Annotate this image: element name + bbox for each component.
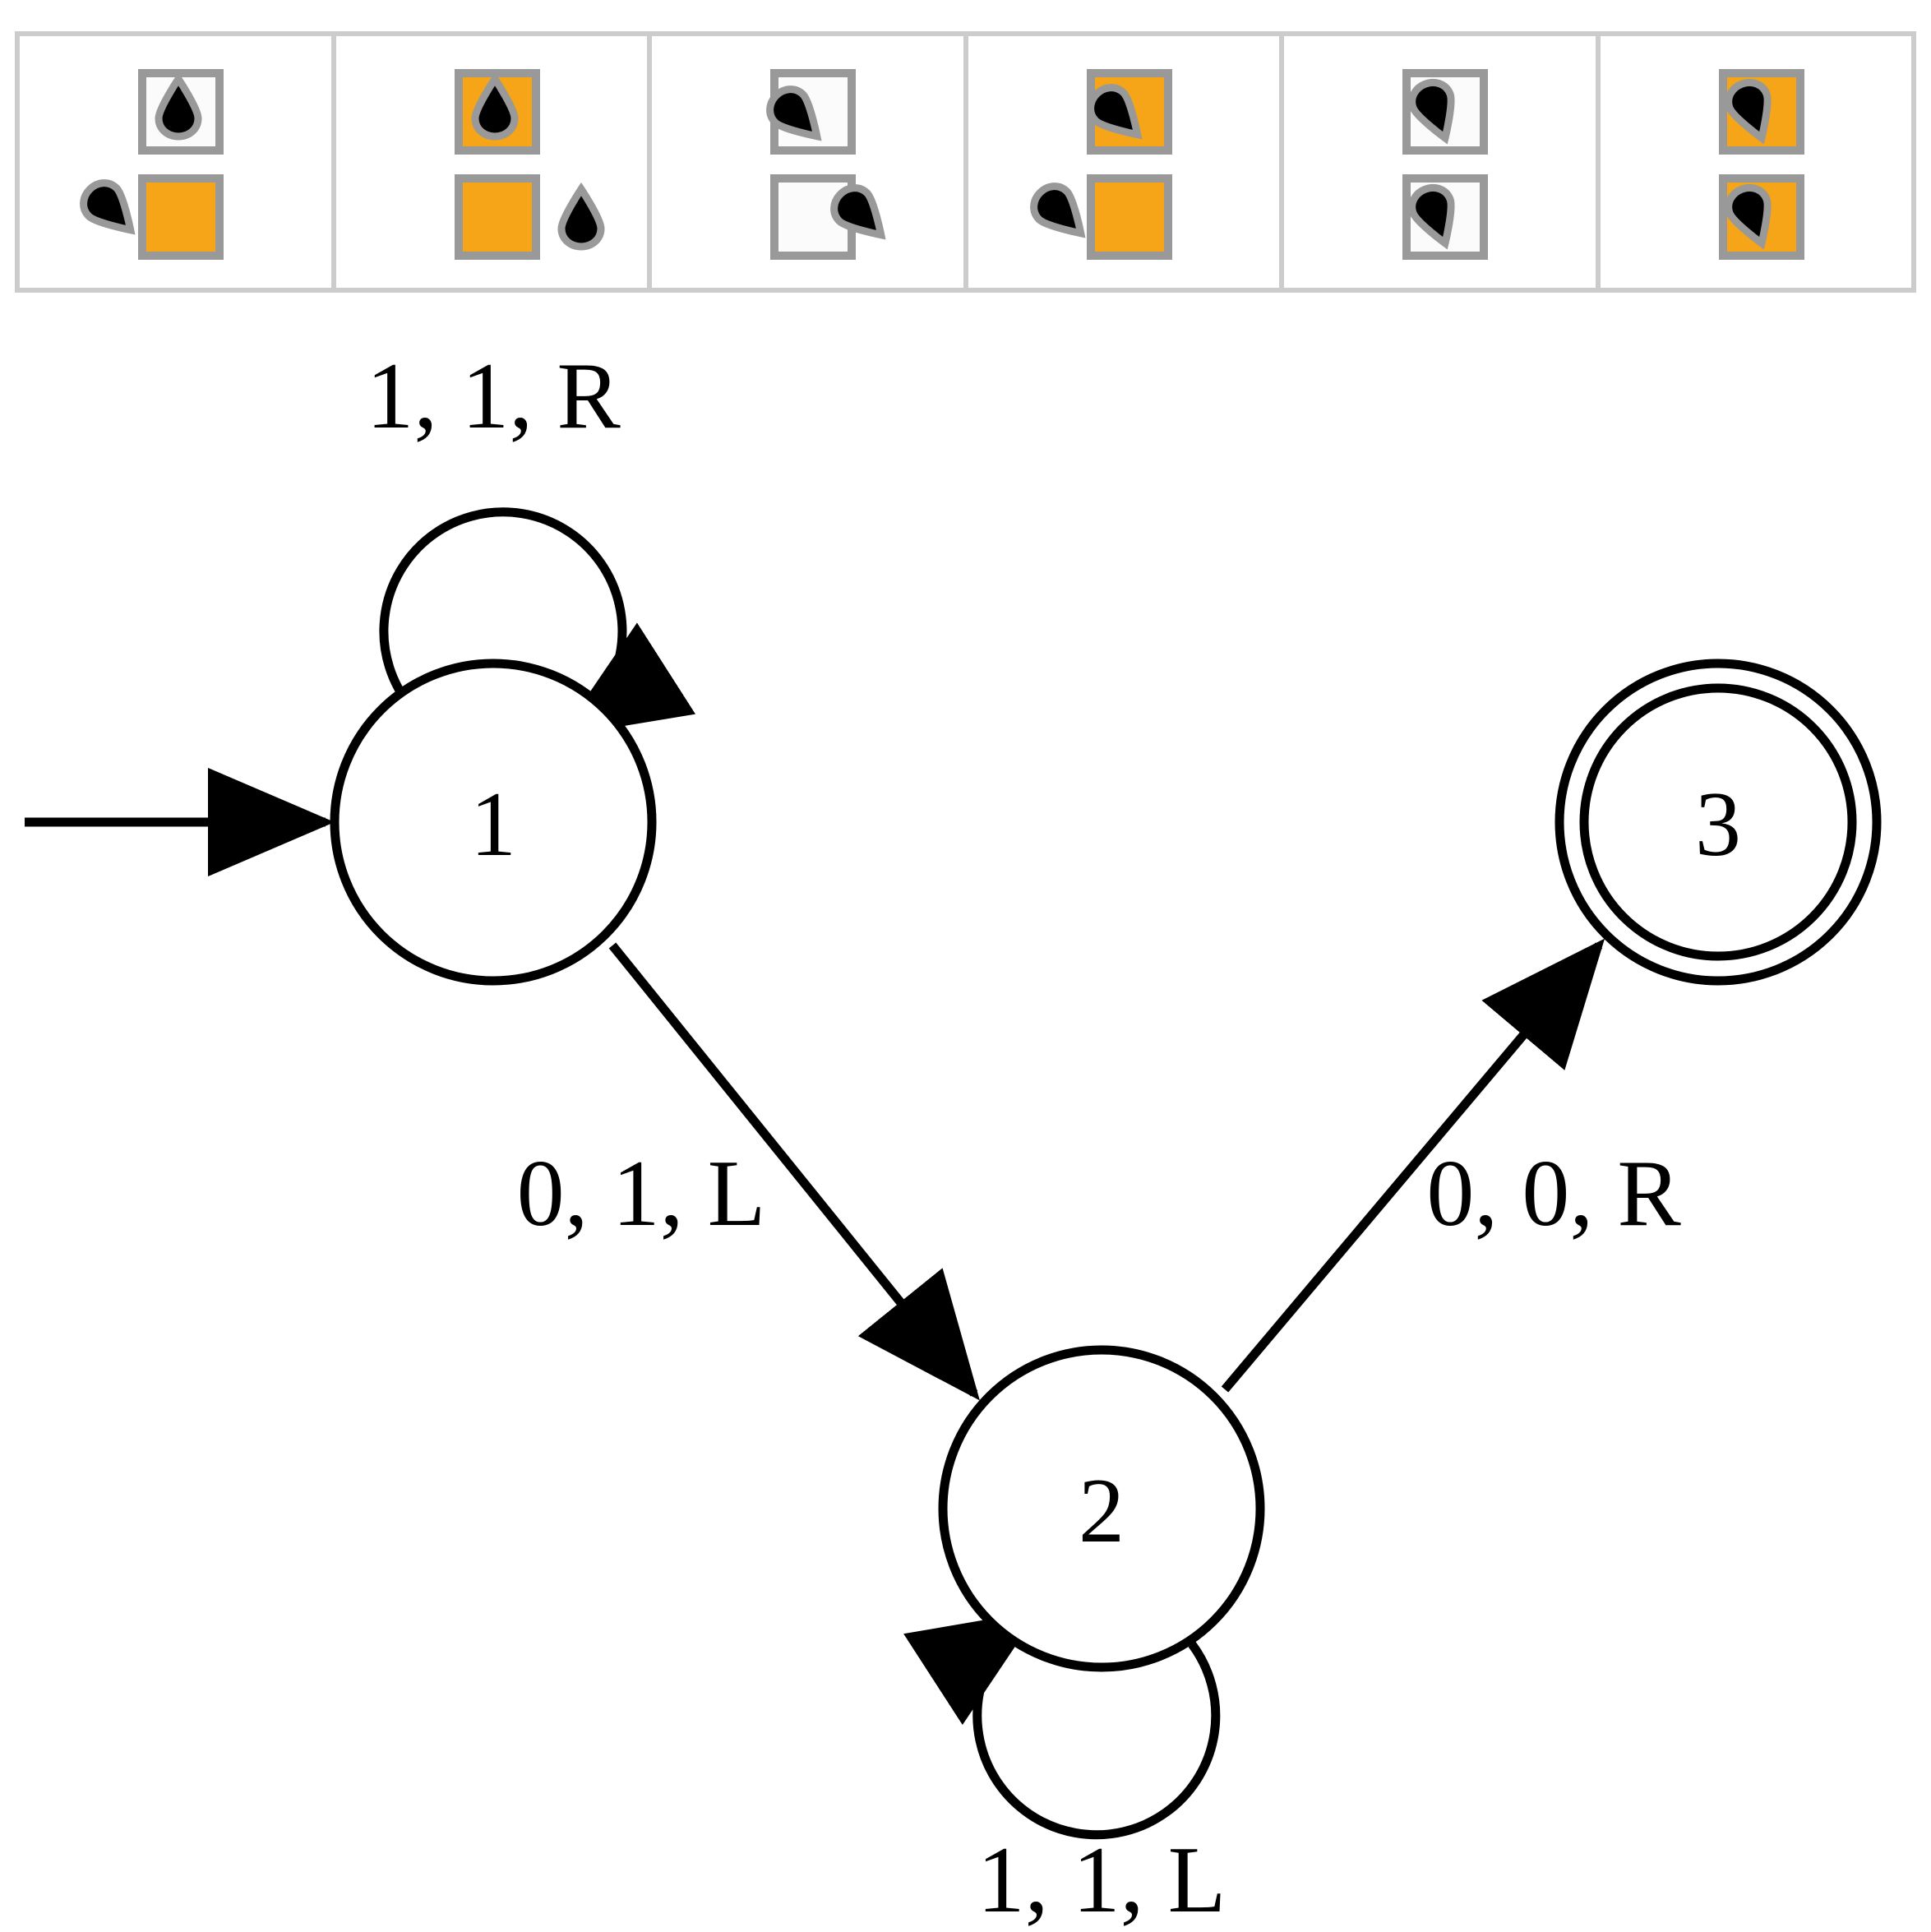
transition-label-2-2: 1, 1, L [977,1828,1227,1932]
transition-2-to-3[interactable] [1221,938,1605,1393]
tape-cell-3-content [652,36,963,288]
head-droplet-icon [557,182,605,251]
tape-square-bottom [138,174,224,260]
head-droplet-icon [1024,178,1095,248]
transition-1-to-2[interactable] [608,942,980,1401]
state-transition-diagram: 1, 1, R 0, 1, L 1, 1, L 0, 0, R 1 2 [0,296,1931,1932]
transition-label-2-3: 0, 0, R [1426,1141,1681,1246]
tape-cell-2[interactable] [335,36,652,288]
transition-1-to-1[interactable] [379,507,695,737]
tape-cell-1-content [20,36,331,288]
tape-cell-5-content [1284,36,1596,288]
tape-square-bottom [1086,174,1172,260]
head-droplet-icon [1406,76,1466,146]
tape-cell-3[interactable] [652,36,968,288]
tape-cell-6[interactable] [1600,36,1912,288]
head-droplet-icon [1721,182,1781,251]
tape-configuration-strip [15,31,1916,293]
accepting-inner-ring [1579,683,1857,961]
state-node-2-label: 2 [1079,1460,1125,1562]
transition-label-1-1: 1, 1, R [366,344,621,449]
head-droplet-icon [1406,182,1466,251]
head-droplet-icon [825,179,896,250]
tape-cell-2-content [336,36,648,288]
state-node-1-label: 1 [470,774,516,876]
tape-cell-4-content [968,36,1280,288]
tape-cell-5[interactable] [1284,36,1601,288]
tape-cell-1[interactable] [20,36,336,288]
head-droplet-icon [1081,79,1152,150]
head-droplet-icon [470,72,519,141]
state-node-3-label: 3 [1695,774,1741,876]
tape-square-bottom [454,174,540,260]
head-droplet-icon [75,174,146,245]
transition-label-1-2: 0, 1, L [517,1141,766,1246]
head-droplet-icon [761,81,832,151]
state-node-3[interactable]: 3 [1555,659,1882,986]
state-node-2[interactable]: 2 [938,1345,1265,1672]
head-droplet-icon [155,72,202,141]
state-node-1[interactable]: 1 [330,659,657,986]
transition-2-to-2[interactable] [903,1611,1221,1840]
tape-cell-6-content [1601,36,1912,288]
head-droplet-icon [1721,76,1781,146]
tape-cell-4[interactable] [968,36,1284,288]
